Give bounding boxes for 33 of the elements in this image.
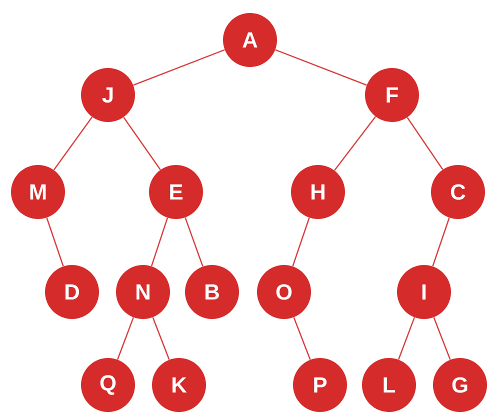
tree-node: N <box>116 264 170 319</box>
tree-node: O <box>257 264 311 319</box>
tree-edge <box>406 117 444 170</box>
tree-node: A <box>223 13 277 67</box>
tree-edge <box>53 116 93 170</box>
tree-node: B <box>185 264 239 319</box>
tree-edge <box>292 218 310 266</box>
tree-edge <box>432 218 450 266</box>
tree-node: K <box>152 358 206 412</box>
tree-node: M <box>11 164 65 219</box>
tree-node: J <box>81 68 135 122</box>
tree-edge <box>275 49 367 86</box>
tree-node: E <box>149 164 203 219</box>
tree-node: I <box>397 264 451 319</box>
tree-edge <box>334 116 376 171</box>
tree-edge <box>123 116 161 170</box>
tree-node: G <box>433 358 487 412</box>
tree-node: D <box>45 264 99 319</box>
tree-node: F <box>365 68 419 122</box>
tree-node: H <box>291 164 345 219</box>
tree-edge <box>184 217 204 267</box>
tree-node: P <box>293 358 347 412</box>
tree-node: L <box>362 358 416 412</box>
tree-node: C <box>431 164 485 219</box>
tree-edge <box>46 218 64 266</box>
tree-edge <box>398 317 416 360</box>
tree-edge <box>152 317 170 360</box>
tree-edge <box>433 317 451 360</box>
tree-edge <box>116 317 134 360</box>
tree-edge <box>293 317 311 360</box>
tree-edge <box>150 218 168 266</box>
tree-node: Q <box>81 358 135 412</box>
tree-edge <box>133 49 225 86</box>
